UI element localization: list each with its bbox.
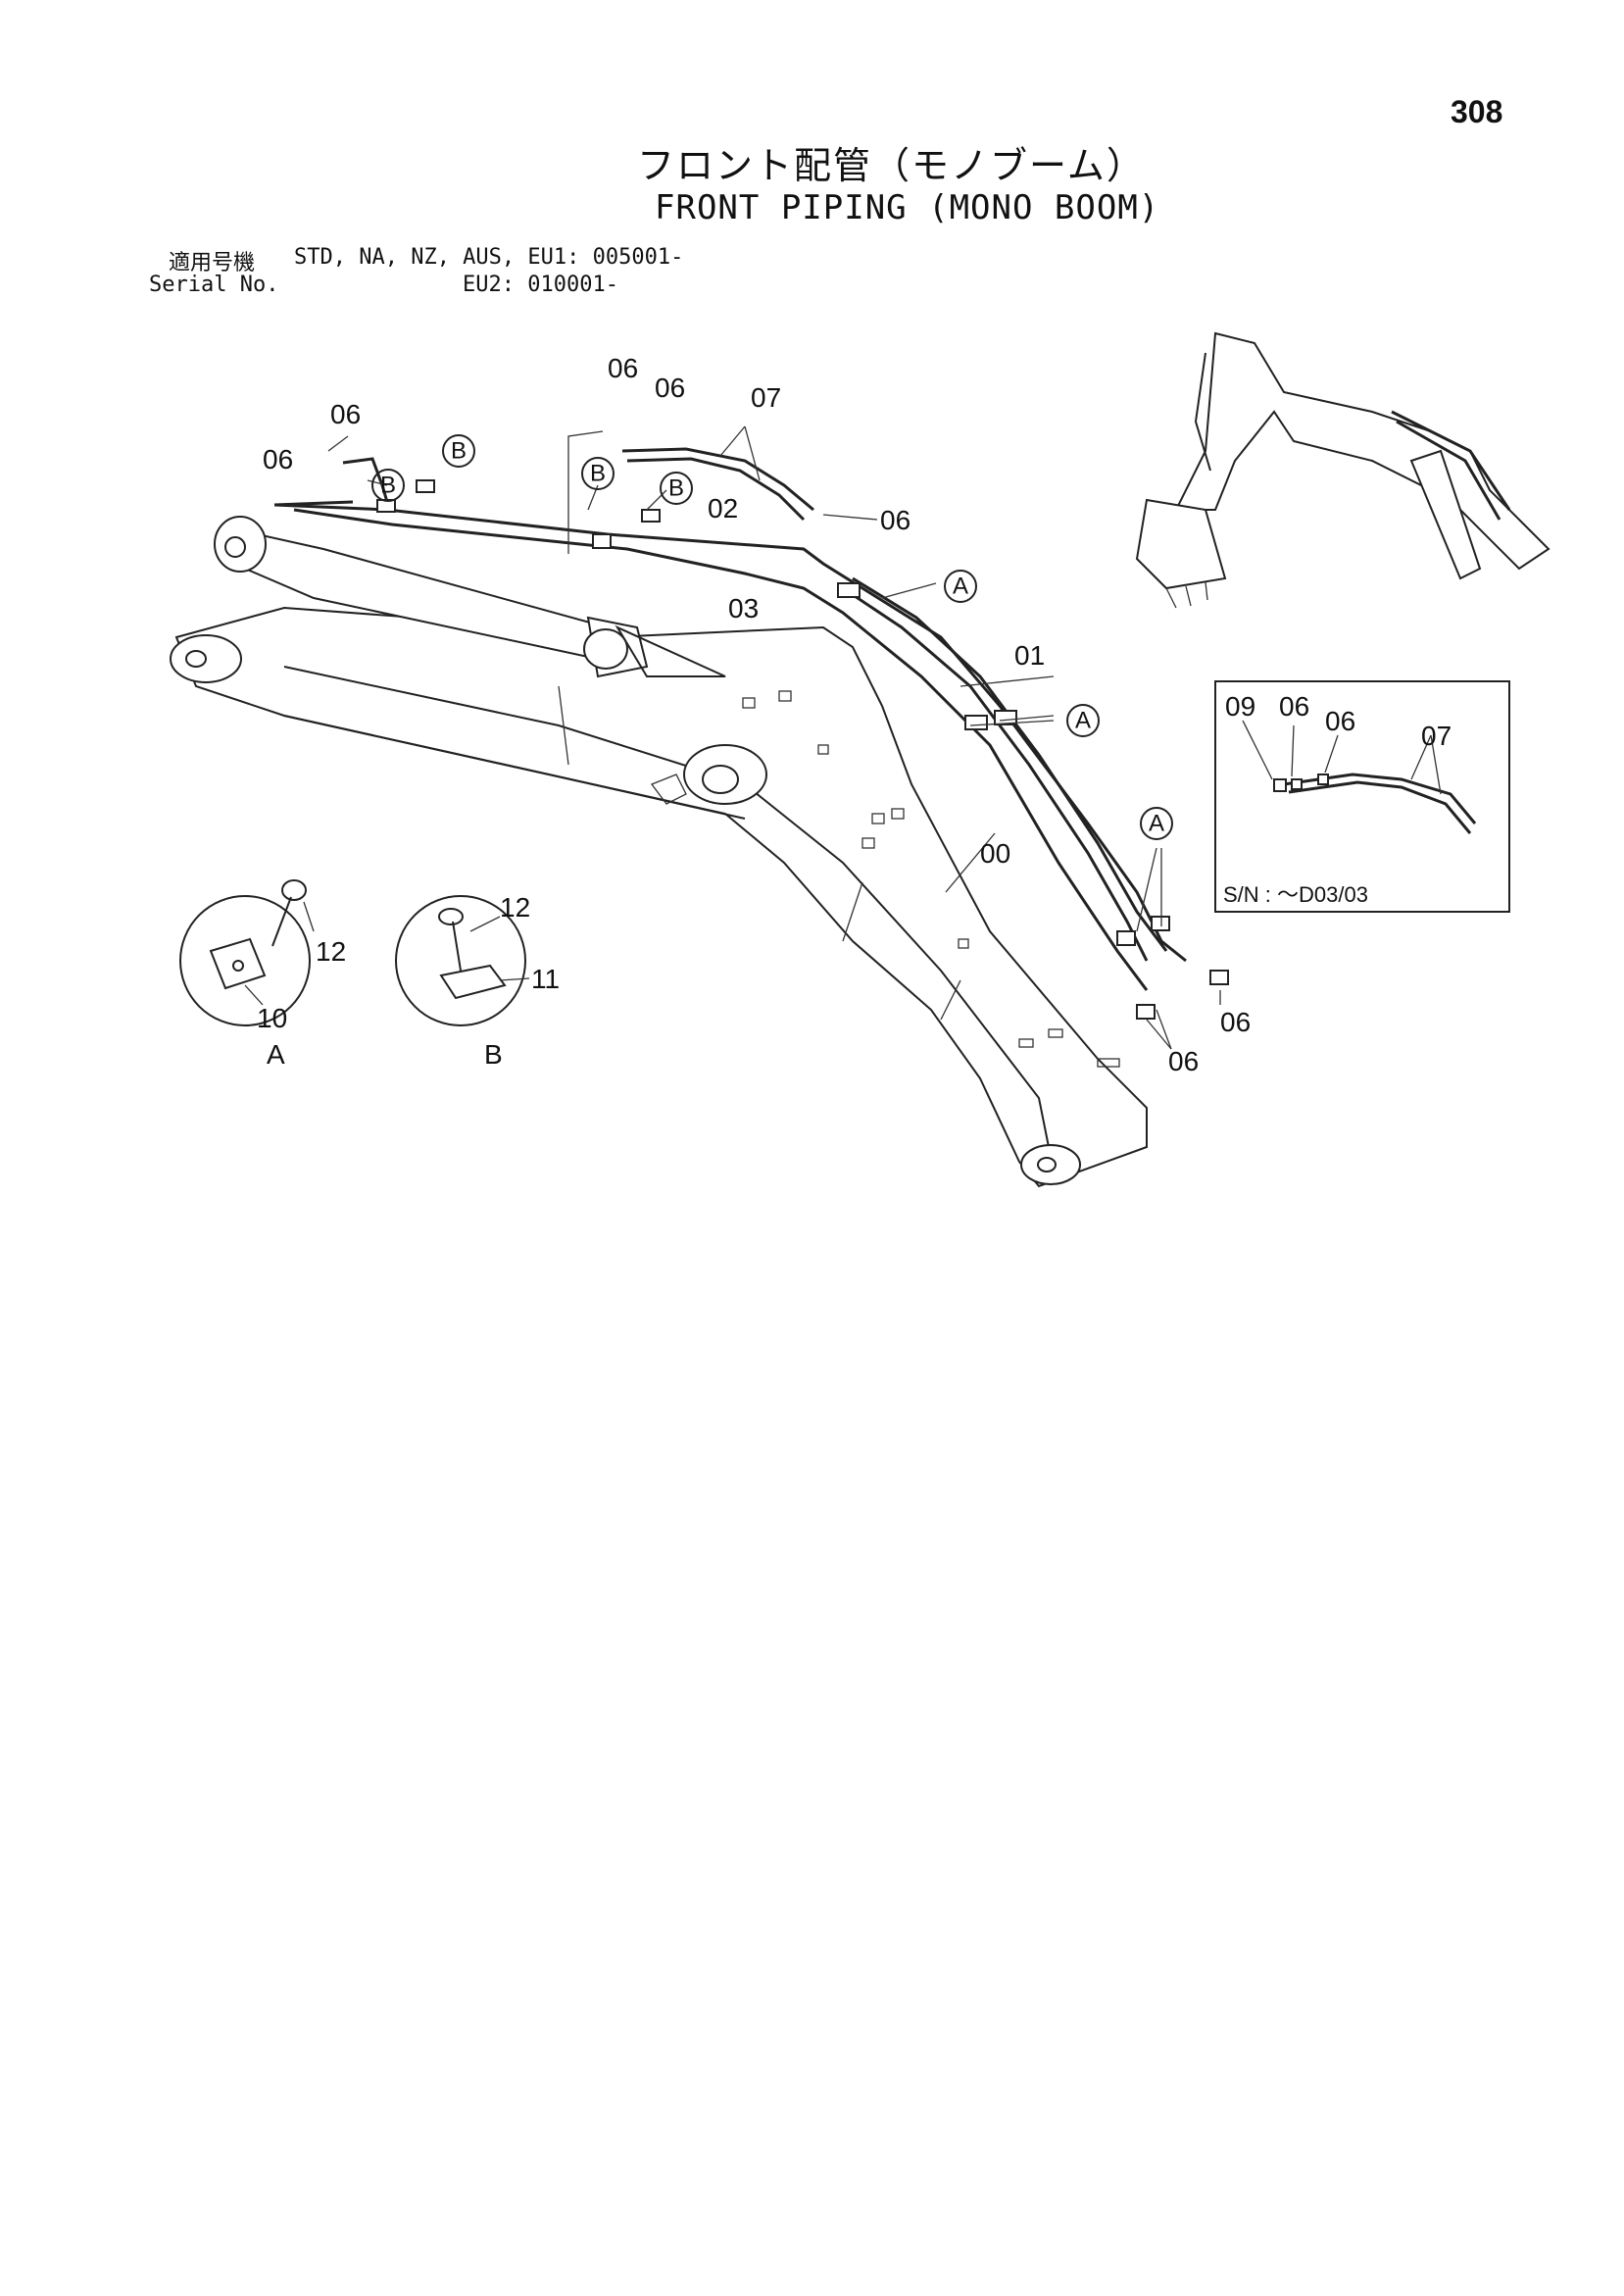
svg-text:B: B: [451, 438, 467, 465]
detail-ref-a: A: [1066, 704, 1100, 737]
svg-text:A: A: [1149, 811, 1164, 837]
serial-label-japanese: 適用号機: [169, 251, 256, 275]
callout-00: 00: [980, 838, 1010, 869]
inset-serial-variant: 09 06 06 07 S/N : ～D03/03: [1214, 680, 1510, 913]
page-number: 308: [1451, 94, 1503, 129]
detail-b: 12 11 B: [395, 892, 560, 1070]
callout-12: 12: [316, 936, 346, 967]
page-title-english: FRONT PIPING (MONO BOOM): [655, 188, 1160, 227]
detail-a: 12 10 A: [179, 879, 346, 1070]
callout-06: 06: [655, 373, 685, 403]
inset-callout-06: 06: [1325, 706, 1355, 736]
callout-07: 07: [751, 382, 781, 413]
detail-ref-b: B: [442, 434, 475, 468]
excavator-overview: [1135, 331, 1550, 609]
detail-ref-a: A: [1140, 807, 1173, 840]
callout-06: 06: [1220, 1007, 1251, 1037]
callout-03: 03: [728, 593, 759, 624]
svg-text:B: B: [590, 461, 606, 487]
svg-text:B: B: [380, 473, 396, 499]
detail-ref-b: B: [371, 469, 405, 502]
page-title-japanese: フロント配管（モノブーム）: [637, 144, 1146, 187]
detail-a-label: A: [267, 1039, 285, 1070]
callout-06: 06: [880, 505, 910, 535]
boom-illustration: [170, 516, 1148, 1188]
inset-callout-09: 09: [1225, 691, 1255, 722]
serial-range-line-2: EU2: 010001-: [463, 273, 618, 297]
serial-range-line-1: STD, NA, NZ, AUS, EU1: 005001-: [294, 245, 684, 270]
callout-01: 01: [1014, 640, 1045, 671]
detail-ref-b: B: [660, 472, 693, 505]
callout-12: 12: [500, 892, 530, 923]
callout-10: 10: [257, 1003, 287, 1033]
detail-ref-a: A: [944, 570, 977, 603]
detail-b-label: B: [484, 1039, 503, 1070]
serial-label-english: Serial No.: [149, 273, 279, 297]
leader-lines: [327, 425, 1221, 1050]
callout-06: 06: [608, 353, 638, 383]
detail-ref-b: B: [581, 457, 615, 490]
callout-02: 02: [708, 493, 738, 524]
part-callouts: 06 06 06 06 07 06 02 03 01 00 06 06 B B …: [263, 353, 1251, 1076]
inset-callout-07: 07: [1421, 721, 1452, 751]
inset-serial-label: S/N : ～D03/03: [1223, 882, 1368, 907]
inset-callout-06: 06: [1279, 691, 1309, 722]
callout-06: 06: [263, 444, 293, 474]
callout-06: 06: [330, 399, 361, 429]
callout-06: 06: [1168, 1046, 1199, 1076]
svg-text:A: A: [953, 574, 968, 600]
svg-text:B: B: [668, 475, 684, 502]
hydraulic-pipes: [273, 447, 1229, 1020]
callout-11: 11: [531, 964, 560, 994]
svg-text:A: A: [1075, 708, 1091, 734]
